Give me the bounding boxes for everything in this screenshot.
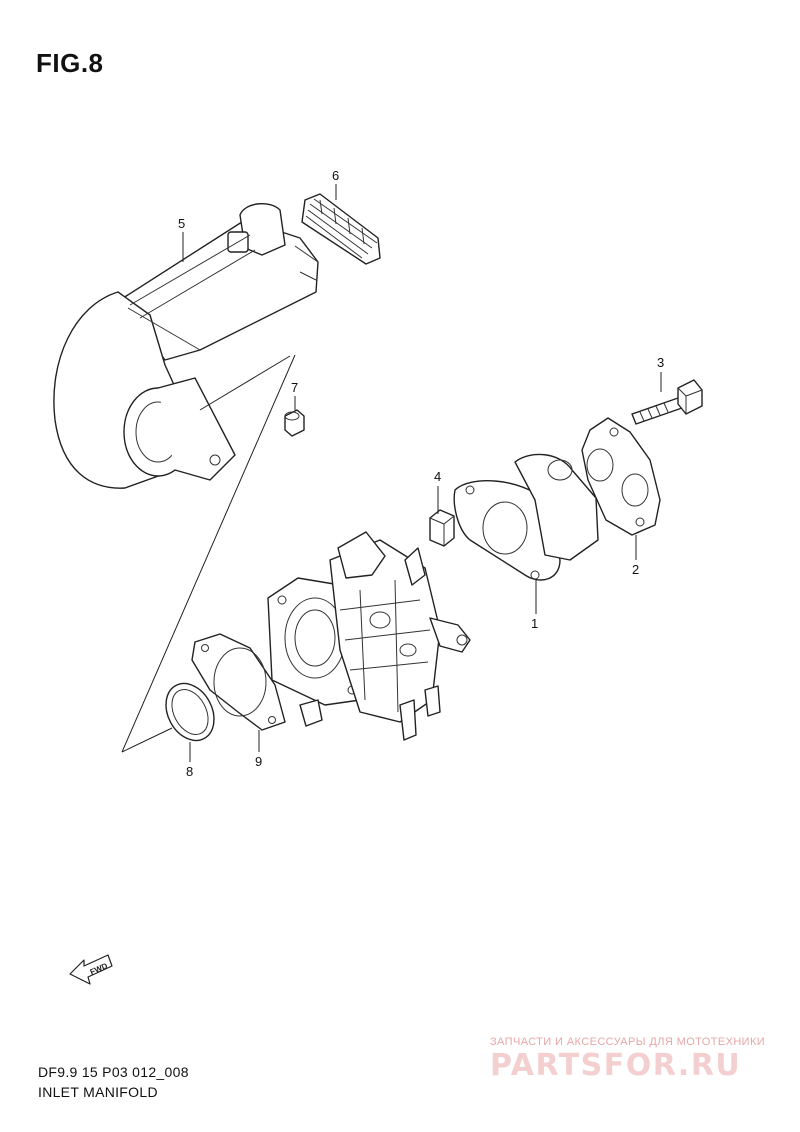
diagram-code: DF9.9 15 P03 012_008 xyxy=(38,1064,189,1080)
part-2-gasket[interactable] xyxy=(581,417,661,536)
figure-title: FIG.8 xyxy=(36,48,104,78)
part-9-gasket[interactable] xyxy=(191,633,286,731)
callout-1: 1 xyxy=(531,616,538,631)
part-4-cap[interactable] xyxy=(429,509,455,547)
callout-6: 6 xyxy=(332,168,339,183)
callout-8: 8 xyxy=(186,764,193,779)
diagram-title: INLET MANIFOLD xyxy=(38,1084,158,1100)
assembly-lines xyxy=(121,354,296,753)
callout-2: 2 xyxy=(632,562,639,577)
part-1-inlet-manifold[interactable] xyxy=(453,453,599,581)
callout-5: 5 xyxy=(178,216,185,231)
watermark-tagline: ЗАПЧАСТИ И АКСЕССУАРЫ ДЛЯ МОТОТЕХНИКИ xyxy=(490,1036,766,1048)
callout-9: 9 xyxy=(255,754,262,769)
callout-3: 3 xyxy=(657,355,664,370)
part-7-collar[interactable] xyxy=(284,409,305,437)
part-5-intake-silencer[interactable] xyxy=(53,203,319,489)
leader-lines xyxy=(182,184,662,762)
fwd-arrow-icon: FWD xyxy=(69,954,113,985)
callout-4: 4 xyxy=(434,469,441,484)
part-8-o-ring[interactable] xyxy=(156,675,223,749)
callout-7: 7 xyxy=(291,380,298,395)
part-3-bolt[interactable] xyxy=(631,379,703,425)
part-6-intake-screen[interactable] xyxy=(301,193,381,265)
carburetor-assembly[interactable] xyxy=(267,531,471,741)
watermark-brand: PARTSFOR.RU xyxy=(490,1048,742,1083)
